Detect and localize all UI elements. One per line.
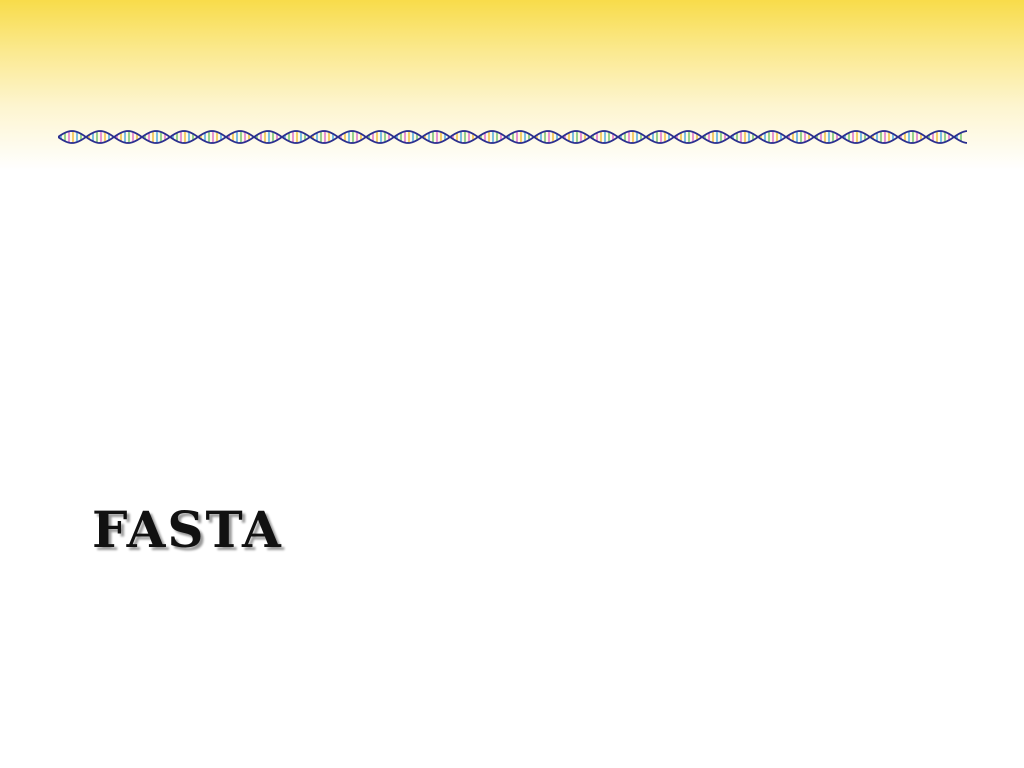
dna-helix-icon	[58, 130, 967, 144]
slide-title: FASTA	[92, 500, 283, 559]
dna-strand-b	[58, 130, 967, 144]
dna-strand-a	[58, 130, 967, 144]
